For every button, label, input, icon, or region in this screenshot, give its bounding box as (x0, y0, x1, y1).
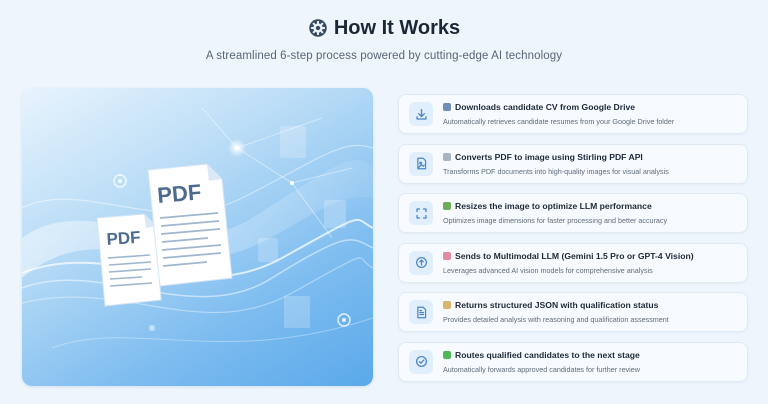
step-description: Provides detailed analysis with reasonin… (443, 315, 669, 324)
inbox-tray-icon (443, 103, 451, 111)
step-description: Leverages advanced AI vision models for … (443, 265, 653, 275)
image-file-icon (409, 151, 433, 176)
svg-text:PDF: PDF (156, 179, 202, 208)
step-title: Resizes the image to optimize LLM perfor… (443, 201, 667, 211)
page-title: How It Works (0, 14, 768, 42)
document-icon (409, 300, 433, 324)
hero-illustration: PDF PDF (22, 88, 373, 386)
step-description: Automatically forwards approved candidat… (443, 364, 640, 374)
download-icon (409, 102, 433, 126)
pdf-document-large-icon: PDF (147, 163, 233, 287)
gear-icon (309, 19, 327, 37)
hero-artwork: PDF PDF (22, 107, 373, 349)
step-title: Sends to Multimodal LLM (Gemini 1.5 Pro … (443, 251, 694, 261)
step-title: Converts PDF to image using Stirling PDF… (443, 152, 669, 162)
step-title: Routes qualified candidates to the next … (443, 350, 640, 360)
svg-text:PDF: PDF (106, 228, 141, 249)
picture-icon (443, 202, 451, 210)
step-card: Returns structured JSON with qualificati… (398, 292, 748, 332)
page-subtitle: A streamlined 6-step process powered by … (205, 50, 563, 62)
step-card: Resizes the image to optimize LLM perfor… (398, 193, 748, 233)
check-mark-icon (443, 350, 451, 359)
step-description: Optimizes image dimensions for faster pr… (443, 216, 668, 225)
resize-icon (409, 201, 433, 225)
check-circle-icon (409, 349, 433, 374)
step-card: Downloads candidate CV from Google Drive… (398, 94, 748, 134)
pdf-document-small-icon: PDF (96, 213, 162, 307)
clipboard-icon (443, 301, 451, 309)
steps-list: Downloads candidate CV from Google Drive… (398, 94, 748, 391)
step-card: Routes qualified candidates to the next … (398, 341, 748, 382)
step-description: Transforms PDF documents into high-quali… (443, 166, 669, 176)
page-title-text: How It Works (333, 16, 461, 39)
page-icon (443, 152, 451, 161)
step-card: Sends to Multimodal LLM (Gemini 1.5 Pro … (398, 242, 748, 283)
brain-icon (443, 251, 451, 260)
header: How It Works A streamlined 6-step proces… (0, 14, 768, 63)
upload-circle-icon (409, 250, 433, 275)
step-title: Downloads candidate CV from Google Drive (443, 102, 674, 112)
step-card: Converts PDF to image using Stirling PDF… (398, 143, 748, 184)
step-description: Automatically retrieves candidate resume… (443, 117, 675, 126)
step-title: Returns structured JSON with qualificati… (443, 300, 669, 310)
